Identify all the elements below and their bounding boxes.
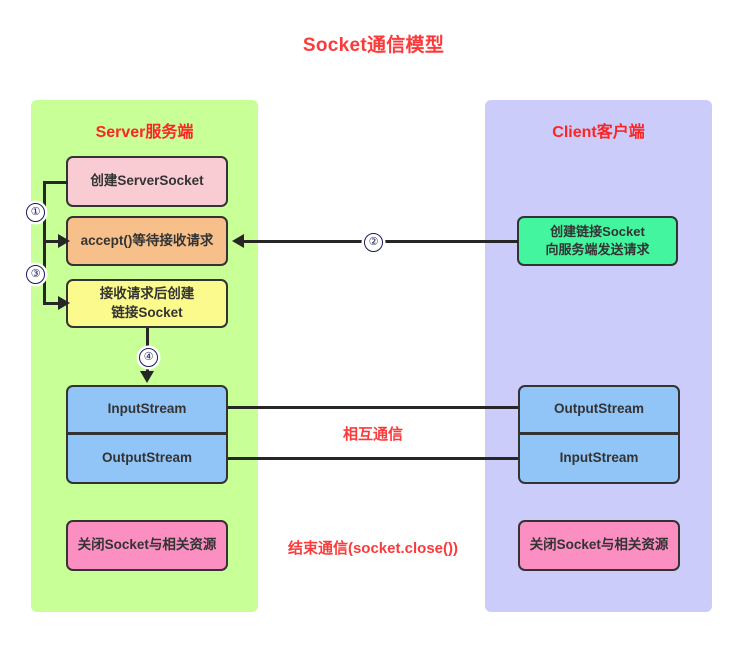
node-server-input-stream[interactable]: InputStream bbox=[66, 385, 228, 434]
step-badge-2: ② bbox=[364, 233, 383, 252]
label-end-communication: 结束通信(socket.close()) bbox=[287, 540, 459, 557]
arrowhead-to-streams bbox=[140, 371, 154, 383]
node-server-output-stream-label: OutputStream bbox=[101, 450, 192, 466]
node-accept[interactable]: accept()等待接收请求 bbox=[66, 216, 228, 266]
node-client-connect[interactable]: 创建链接Socket 向服务端发送请求 bbox=[517, 216, 678, 266]
node-client-input-stream[interactable]: InputStream bbox=[518, 434, 680, 484]
connector-server-input-to-client-output bbox=[228, 406, 518, 409]
step-badge-4: ④ bbox=[139, 348, 158, 367]
node-server-close-label: 关闭Socket与相关资源 bbox=[77, 537, 217, 553]
node-create-link-socket[interactable]: 接收请求后创建 链接Socket bbox=[66, 279, 228, 328]
node-client-connect-label-line2: 向服务端发送请求 bbox=[545, 242, 650, 257]
node-accept-label: accept()等待接收请求 bbox=[80, 232, 214, 248]
node-create-serversocket[interactable]: 创建ServerSocket bbox=[66, 156, 228, 207]
node-create-link-socket-label-line2: 链接Socket bbox=[111, 304, 183, 320]
node-client-output-stream-label: OutputStream bbox=[553, 401, 644, 417]
step-badge-1: ① bbox=[26, 203, 45, 222]
page-title: Socket通信模型 bbox=[302, 35, 445, 56]
connector-to-create-link-socket bbox=[43, 302, 63, 305]
arrowhead-to-create-link-socket bbox=[58, 296, 70, 310]
client-panel-title: Client客户端 bbox=[552, 124, 645, 141]
node-client-close[interactable]: 关闭Socket与相关资源 bbox=[518, 520, 680, 571]
node-client-close-label: 关闭Socket与相关资源 bbox=[529, 537, 669, 553]
node-create-link-socket-label-line1: 接收请求后创建 bbox=[99, 286, 195, 302]
node-server-input-stream-label: InputStream bbox=[107, 401, 187, 417]
node-client-connect-label-line1: 创建链接Socket bbox=[550, 224, 645, 240]
connector-serversocket-stub bbox=[43, 181, 68, 184]
node-client-output-stream[interactable]: OutputStream bbox=[518, 385, 680, 434]
arrowhead-to-accept bbox=[58, 234, 70, 248]
server-panel-title: Server服务端 bbox=[95, 124, 194, 141]
node-create-serversocket-label: 创建ServerSocket bbox=[90, 173, 204, 189]
node-server-output-stream[interactable]: OutputStream bbox=[66, 434, 228, 484]
connector-server-output-to-client-input bbox=[228, 457, 518, 460]
connector-to-accept bbox=[43, 240, 63, 243]
node-client-input-stream-label: InputStream bbox=[559, 450, 639, 466]
step-badge-3: ③ bbox=[26, 265, 45, 284]
label-mutual-communication: 相互通信 bbox=[342, 426, 403, 443]
arrowhead-client-to-accept bbox=[232, 234, 244, 248]
node-server-close[interactable]: 关闭Socket与相关资源 bbox=[66, 520, 228, 571]
